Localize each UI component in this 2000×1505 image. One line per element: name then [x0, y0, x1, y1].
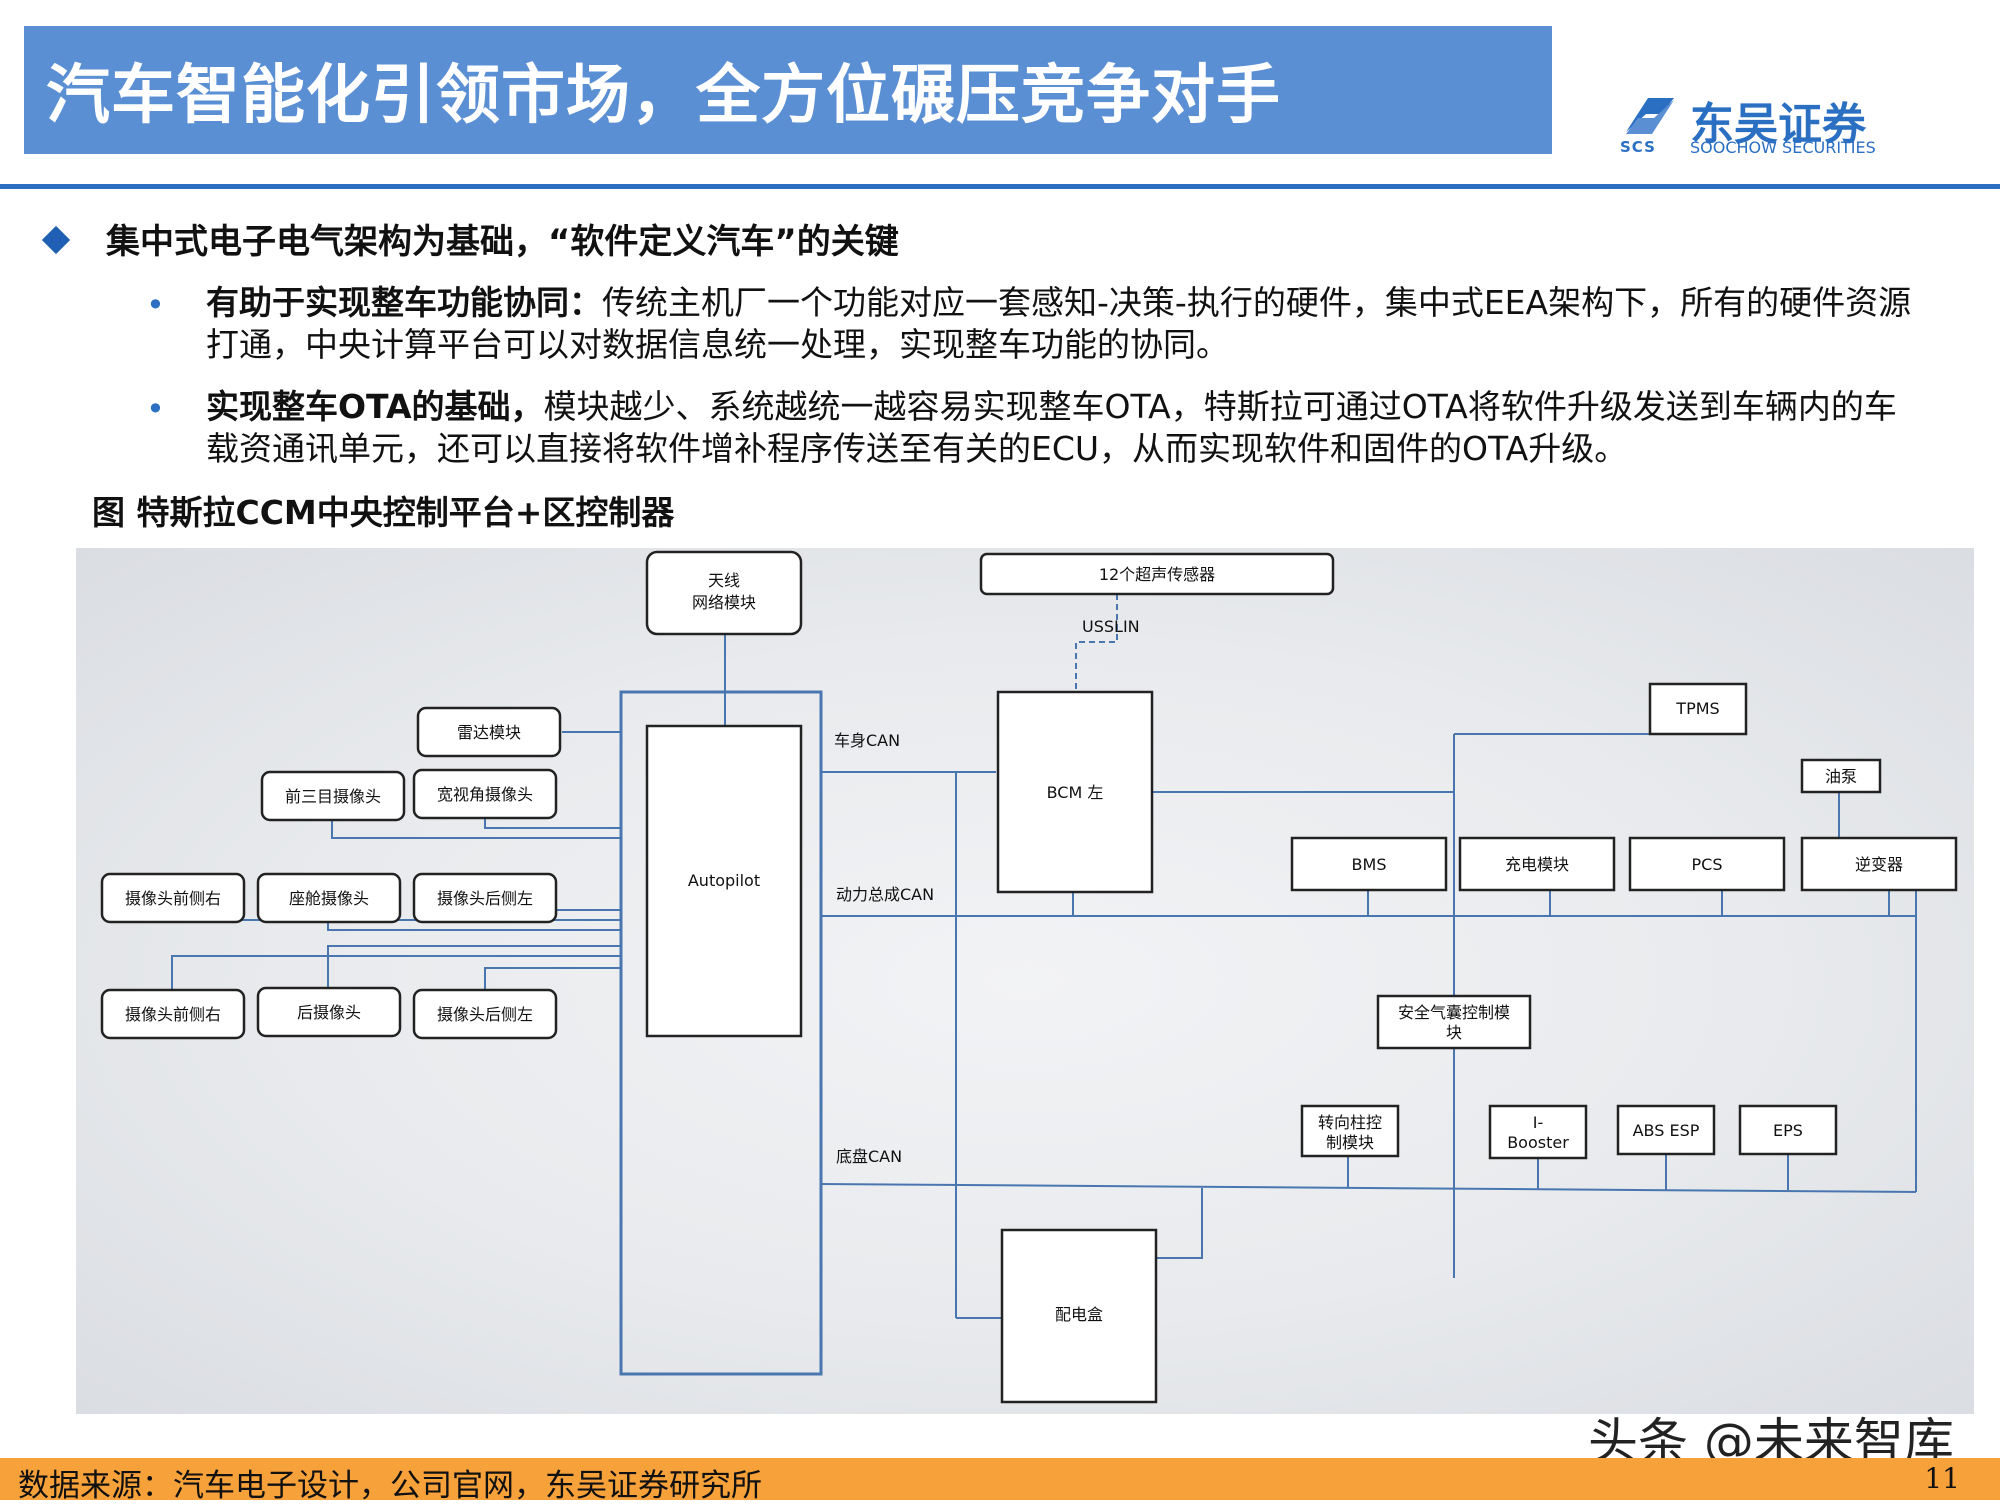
i-booster-label-line2: Booster: [1507, 1133, 1569, 1152]
powertrain-can-label: 动力总成CAN: [836, 885, 934, 904]
body-can-label: 车身CAN: [834, 731, 900, 750]
inverter-box: [1800, 836, 1958, 892]
section-heading-text: 集中式电子电气架构为基础，“软件定义汽车”的关键: [106, 222, 899, 262]
chassis-can-label: 底盘CAN: [836, 1147, 902, 1166]
title-bar: 汽车智能化引领市场，全方位碾压竞争对手: [24, 26, 1552, 154]
figure-caption: 图 特斯拉CCM中央控制平台+区控制器: [92, 493, 675, 532]
ultrasonic-sensors-box: [979, 552, 1335, 596]
page-number: 11: [1924, 1462, 1960, 1495]
pcs-label: PCS: [1692, 855, 1723, 874]
autopilot-box: [645, 724, 803, 1038]
bullet-1-text: 传统主机厂一个功能对应一套感知-决策-执行的硬件，集中式EEA架构下，所有的硬件…: [206, 283, 1912, 364]
tpms-label: TPMS: [1675, 699, 1719, 718]
antenna-label: 天线: [708, 571, 740, 590]
wide-angle-camera-label: 宽视角摄像头: [437, 785, 533, 804]
power-box-label: 配电盒: [1055, 1305, 1103, 1324]
wide-angle-camera-box: [412, 768, 558, 820]
bms-label: BMS: [1352, 855, 1387, 874]
pcs-box: [1628, 836, 1786, 892]
camera-rear-left-label: 摄像头后侧左: [437, 889, 533, 908]
section-heading: 集中式电子电气架构为基础，“软件定义汽车”的关键: [41, 214, 899, 263]
data-source: 数据来源：汽车电子设计，公司官网，东吴证券研究所: [18, 1468, 762, 1504]
inverter-label: 逆变器: [1855, 855, 1903, 874]
company-logo: SCS 东吴证券 SOOCHOW SECURITIES: [1618, 92, 1898, 158]
eps-label: EPS: [1773, 1121, 1803, 1140]
airbag-label-line1: 安全气囊控制模: [1398, 1003, 1510, 1022]
eps-box: [1738, 1104, 1838, 1156]
i-booster-label-line1: I-: [1533, 1113, 1544, 1132]
usslin-label: USSLIN: [1082, 617, 1140, 636]
logo-abbreviation: SCS: [1620, 138, 1656, 156]
camera-rear-side-left-label: 摄像头后侧左: [437, 1005, 533, 1024]
slide-title: 汽车智能化引领市场，全方位碾压竞争对手: [46, 59, 1281, 133]
rear-camera-box: [256, 986, 402, 1038]
cabin-camera-label: 座舱摄像头: [289, 889, 369, 908]
bullet-paragraph-1: 有助于实现整车功能协同：传统主机厂一个功能对应一套感知-决策-执行的硬件，集中式…: [206, 282, 1926, 366]
bullet-2-bold: 实现整车OTA的基础，: [206, 387, 544, 426]
bullet-dot-icon: •: [146, 390, 165, 428]
front-tri-camera-box: [260, 770, 406, 822]
logo-english-name: SOOCHOW SECURITIES: [1690, 138, 1876, 157]
steering-label-line1: 转向柱控: [1318, 1113, 1382, 1132]
camera-rear-left-box: [412, 872, 558, 924]
cabin-camera-box: [256, 872, 402, 924]
oil-pump-label: 油泵: [1825, 767, 1857, 786]
rear-camera-label: 后摄像头: [297, 1003, 361, 1022]
ultrasonic-label: 12个超声传感器: [1099, 565, 1215, 584]
oil-pump-box: [1800, 758, 1882, 794]
camera-front-right-2-label: 摄像头前侧右: [125, 1005, 221, 1024]
airbag-label-line2: 块: [1446, 1023, 1462, 1042]
power-distribution-box: [1000, 1228, 1158, 1404]
tpms-box: [1648, 682, 1748, 736]
abs-esp-label: ABS ESP: [1633, 1121, 1700, 1140]
network-module-label: 网络模块: [692, 593, 756, 612]
steering-column-module-box: [1300, 1104, 1400, 1158]
camera-rear-side-left-box: [412, 988, 558, 1040]
airbag-control-module-box: [1376, 994, 1532, 1050]
radar-module-box: [416, 706, 562, 758]
header-divider: [0, 184, 2000, 189]
charger-module-box: [1458, 836, 1616, 892]
bms-box: [1290, 836, 1448, 892]
autopilot-label: Autopilot: [688, 871, 760, 890]
steering-label-line2: 制模块: [1326, 1133, 1374, 1152]
camera-front-right-label: 摄像头前侧右: [125, 889, 221, 908]
footer-bar: 数据来源：汽车电子设计，公司官网，东吴证券研究所 11: [0, 1458, 2000, 1504]
bullet-1-bold: 有助于实现整车功能协同：: [206, 283, 602, 322]
charger-module-label: 充电模块: [1505, 855, 1569, 874]
bcm-left-label: BCM 左: [1047, 783, 1104, 802]
bullet-dot-icon: •: [146, 286, 165, 324]
bullet-2-text: 模块越少、系统越统一越容易实现整车OTA，特斯拉可通过OTA将软件升级发送到车辆…: [206, 387, 1897, 468]
i-booster-box: [1488, 1104, 1588, 1160]
camera-front-right-2-box: [100, 988, 246, 1040]
camera-front-right-box: [100, 872, 246, 924]
logo-mark-icon: [1626, 98, 1674, 134]
bcm-left-box: [996, 690, 1154, 894]
diamond-bullet-icon: [41, 225, 71, 255]
abs-esp-box: [1616, 1104, 1716, 1156]
radar-label: 雷达模块: [457, 723, 521, 742]
bullet-paragraph-2: 实现整车OTA的基础，模块越少、系统越统一越容易实现整车OTA，特斯拉可通过OT…: [206, 386, 1926, 470]
logo-chinese-name: 东吴证券: [1690, 99, 1866, 150]
antenna-network-module-box: [645, 550, 803, 636]
architecture-diagram: 天线 网络模块 12个超声传感器 雷达模块 前三目摄像头 宽视角摄像头 摄像头前…: [76, 548, 1974, 1414]
front-tri-camera-label: 前三目摄像头: [285, 787, 381, 806]
central-compute-frame: [619, 690, 823, 1376]
